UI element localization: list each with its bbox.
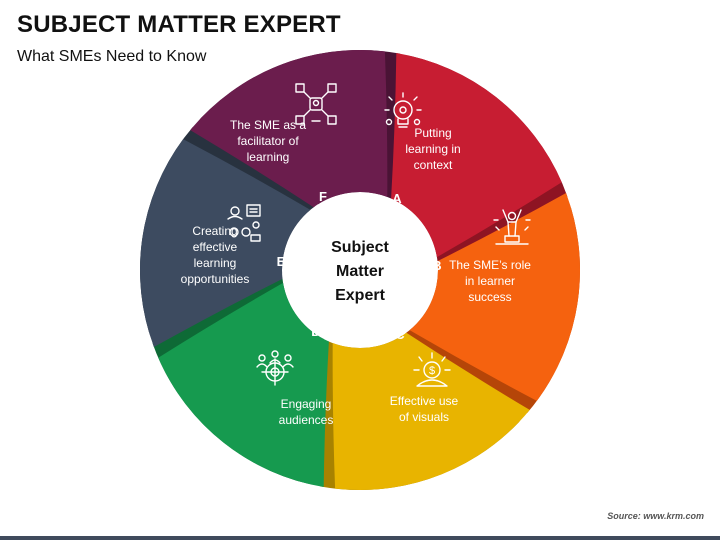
segment-label-line: Putting bbox=[414, 126, 451, 140]
segment-label-line: learning bbox=[247, 150, 290, 164]
source-credit: Source: www.krm.com bbox=[607, 511, 704, 521]
segment-label-line: Engaging bbox=[281, 397, 332, 411]
segment-label-line: audiences bbox=[279, 413, 334, 427]
segment-label-line: context bbox=[414, 158, 453, 172]
money-idea-icon: $ bbox=[413, 352, 451, 387]
lightbulb-gear-icon bbox=[384, 92, 422, 128]
segment-label-line: Effective use bbox=[390, 394, 459, 408]
segment-d bbox=[158, 282, 329, 487]
segment-label-b: The SME’s role in learner success bbox=[449, 258, 531, 304]
center-line-3: Expert bbox=[335, 287, 385, 304]
segment-letter-f: F bbox=[319, 189, 327, 204]
segment-c bbox=[332, 332, 530, 490]
center-line-1: Subject bbox=[331, 239, 389, 256]
segment-label-line: learning bbox=[194, 256, 237, 270]
center-line-2: Matter bbox=[336, 263, 384, 280]
center-circle bbox=[284, 194, 436, 346]
segment-label-f: The SME as a facilitator of learning bbox=[230, 118, 306, 164]
segment-a bbox=[391, 53, 562, 258]
segment-label-c: Effective use of visuals bbox=[390, 394, 459, 424]
bottom-bar bbox=[0, 536, 720, 540]
success-person-trophy-icon bbox=[493, 209, 531, 245]
facilitator-network-icon bbox=[295, 83, 337, 125]
page-title: SUBJECT MATTER EXPERT bbox=[17, 11, 341, 38]
segment-label-line: The SME as a bbox=[230, 118, 306, 132]
segment-label-line: success bbox=[468, 290, 511, 304]
segment-label-line: Creating bbox=[192, 224, 237, 238]
segment-label-line: facilitator of bbox=[237, 134, 299, 148]
segment-label-line: in learner bbox=[465, 274, 515, 288]
segment-letter-c: C bbox=[395, 327, 405, 342]
segment-letter-e: E bbox=[277, 254, 286, 269]
collaboration-chart-icon bbox=[227, 204, 261, 242]
segment-e bbox=[140, 139, 311, 348]
svg-text:$: $ bbox=[429, 365, 435, 377]
segment-f bbox=[190, 50, 388, 208]
segment-label-d: Engaging audiences bbox=[279, 397, 334, 427]
segment-label-line: opportunities bbox=[181, 272, 250, 286]
segment-label-e: Creating effective learning opportunities bbox=[181, 224, 250, 286]
segment-label-line: learning in bbox=[405, 142, 460, 156]
segment-b bbox=[409, 192, 580, 401]
segment-letter-b: B bbox=[432, 258, 441, 273]
segment-label-line: effective bbox=[193, 240, 238, 254]
segment-letter-d: D bbox=[311, 324, 320, 339]
segment-letter-a: A bbox=[392, 191, 402, 206]
segment-label-a: Putting learning in context bbox=[405, 126, 460, 172]
audience-target-icon bbox=[256, 350, 294, 386]
segment-label-line: of visuals bbox=[399, 410, 449, 424]
page-subtitle: What SMEs Need to Know bbox=[17, 48, 207, 65]
segment-label-line: The SME’s role bbox=[449, 258, 531, 272]
